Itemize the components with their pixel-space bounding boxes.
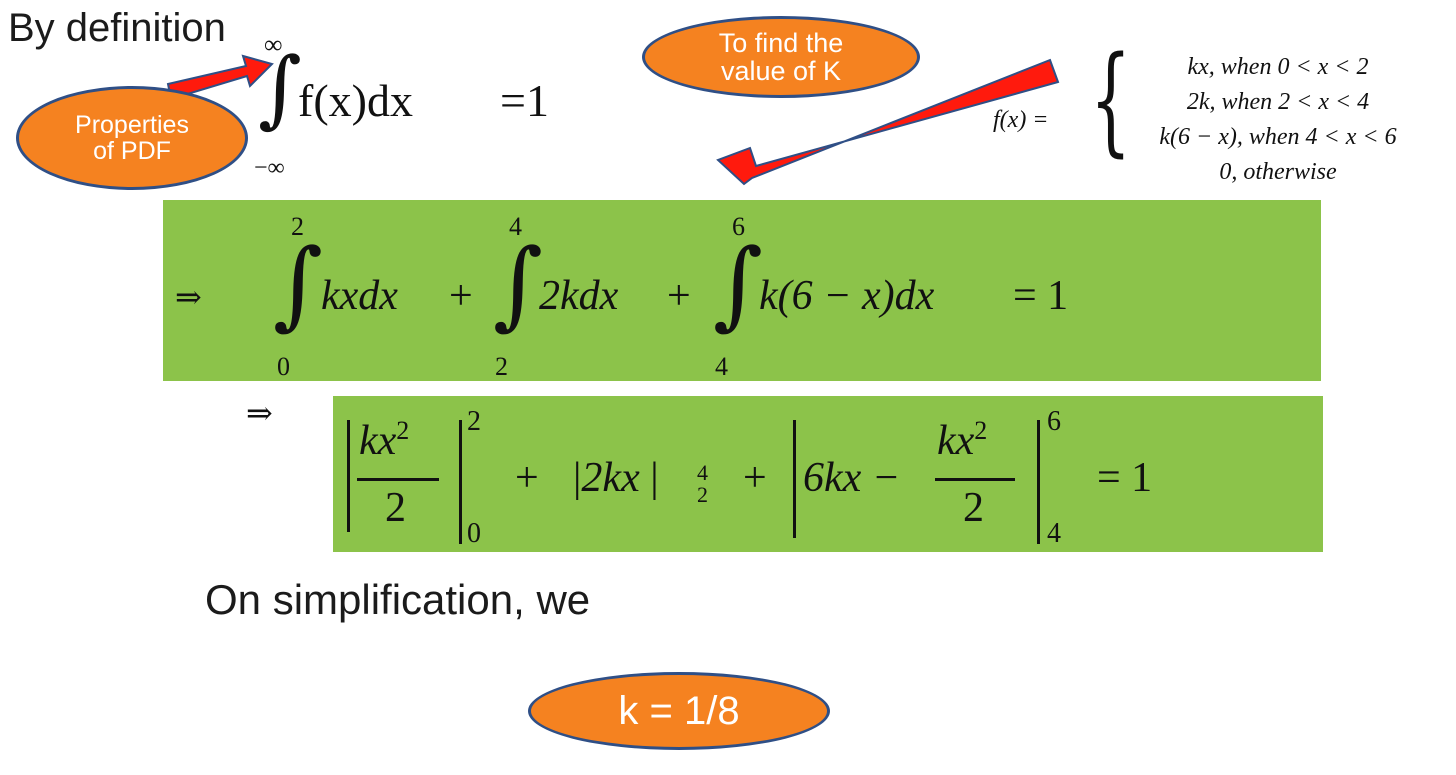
pdf-brace: {	[1090, 30, 1132, 168]
step2-plus-2: +	[743, 455, 767, 501]
t1-right-bar	[459, 420, 462, 544]
step2-rhs: = 1	[1097, 455, 1153, 501]
properties-line1: Properties	[75, 110, 189, 139]
t3-right-bar	[1037, 420, 1040, 544]
t1-denominator: 2	[385, 485, 406, 531]
arrow-to-step1	[716, 58, 1060, 186]
step1-plus-1: +	[449, 273, 473, 319]
result-text: k = 1/8	[618, 689, 740, 733]
t1-numerator: kx2	[359, 416, 409, 465]
pdf-case-3: k(6 − x), when 4 < x < 6	[1159, 124, 1397, 150]
t1-upper: 2	[467, 406, 481, 437]
t1-num-text: kx	[359, 418, 397, 464]
step2-plus-1: +	[515, 455, 539, 501]
int2-upper: 4	[509, 212, 522, 241]
def-integral-sign: ∫	[258, 39, 302, 137]
step2-implies: ⇒	[246, 394, 273, 432]
step1-plus-2: +	[667, 273, 691, 319]
find-k-callout: To find the value of K	[642, 16, 920, 98]
t3-upper: 6	[1047, 406, 1061, 437]
t3-fraction-bar	[935, 478, 1015, 481]
step2-box: kx2 2 2 0 + |2kx | 4 2 + 6kx − kx2 2 6 4…	[333, 396, 1323, 552]
slide-heading: By definition	[8, 6, 226, 50]
int3-lower: 4	[715, 352, 728, 381]
t3-numerator: kx2	[937, 416, 987, 465]
t3-lower: 4	[1047, 518, 1061, 549]
int3-sign: ∫	[713, 228, 764, 340]
pdf-lhs: f(x) =	[993, 107, 1049, 133]
t1-left-bar	[347, 420, 350, 532]
def-integrand: f(x)dx	[298, 75, 413, 126]
t2-lower: 2	[697, 482, 708, 507]
t2-left-bar: |	[573, 455, 582, 501]
int2-body: 2kdx	[539, 273, 619, 319]
properties-of-pdf-callout: Properties of PDF	[16, 86, 248, 190]
properties-line2: of PDF	[93, 137, 171, 165]
t1-fraction-bar	[357, 478, 439, 481]
step1-box: ⇒ 2 ∫ 0 kxdx + 4 ∫ 2 2kdx + 6 ∫ 4 k(6 − …	[163, 200, 1321, 381]
t3-a: 6kx −	[803, 455, 901, 501]
simplification-text: On simplification, we	[205, 576, 591, 623]
def-equals-one: =1	[500, 75, 549, 126]
int3-body: k(6 − x)dx	[759, 273, 935, 319]
t1-lower: 0	[467, 518, 481, 549]
int3-upper: 6	[732, 212, 745, 241]
int1-lower: 0	[277, 352, 290, 381]
int2-sign: ∫	[493, 228, 544, 340]
pdf-case-4: 0, otherwise	[1219, 159, 1337, 185]
result-callout: k = 1/8	[528, 672, 830, 750]
t2-expr: |2kx |	[573, 454, 659, 502]
def-upper-limit: ∞	[264, 30, 283, 59]
t3-num-text: kx	[937, 418, 975, 464]
t2-upper: 4	[697, 460, 708, 485]
int1-upper: 2	[291, 212, 304, 241]
find-line1: To find the	[718, 27, 844, 58]
t3-exp: 2	[974, 416, 988, 445]
int1-sign: ∫	[273, 228, 324, 340]
t1-exp: 2	[396, 416, 410, 445]
find-line2: value of K	[720, 56, 842, 86]
t2-body: 2kx	[581, 455, 640, 501]
t2-right-bar: |	[639, 455, 659, 501]
def-lower-limit: −∞	[254, 155, 285, 181]
t3-left-bar	[793, 420, 796, 538]
pdf-case-1: kx, when 0 < x < 2	[1187, 54, 1369, 80]
step1-rhs: = 1	[1013, 273, 1069, 319]
pdf-case-2: 2k, when 2 < x < 4	[1186, 89, 1370, 115]
pdf-cases: kx, when 0 < x < 2 2k, when 2 < x < 4 k(…	[1113, 50, 1443, 190]
step1-implies: ⇒	[175, 278, 202, 316]
t3-denominator: 2	[963, 485, 984, 531]
int2-lower: 2	[495, 352, 508, 381]
int1-body: kxdx	[321, 273, 398, 319]
